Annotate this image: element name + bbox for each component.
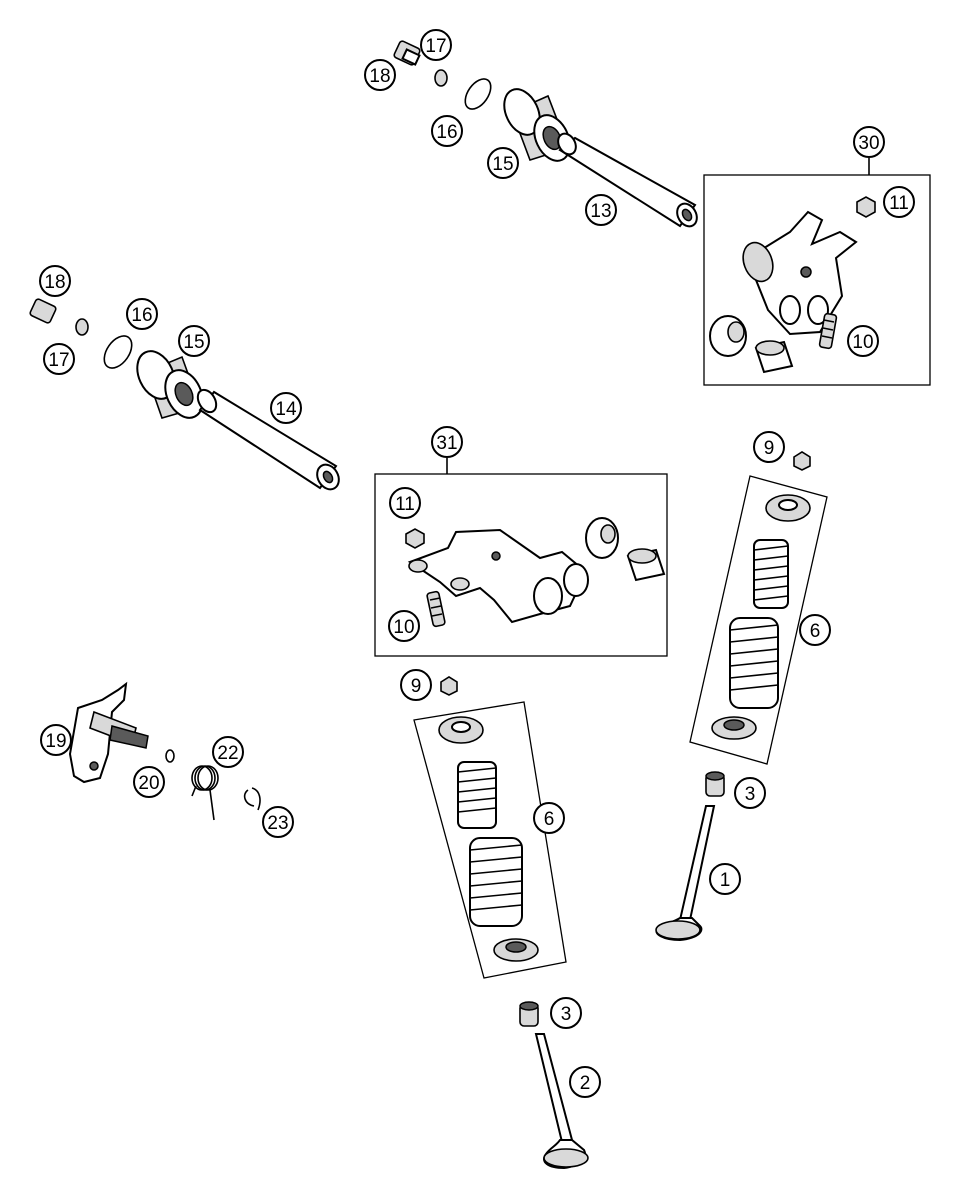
callout-11-kit30-label: 11 bbox=[889, 193, 909, 214]
callout-11-kit31-label: 11 bbox=[395, 494, 415, 515]
callout-3-right: 3 bbox=[734, 777, 766, 809]
pin-kit31 bbox=[626, 548, 666, 582]
bolt-18-upper bbox=[393, 40, 421, 66]
callout-13-label: 13 bbox=[590, 201, 611, 222]
bolt-10-kit30 bbox=[818, 312, 838, 350]
nut-9-left bbox=[440, 676, 458, 696]
valve-2 bbox=[534, 1033, 589, 1170]
valve-1 bbox=[655, 805, 716, 942]
valve-seal-3-right bbox=[705, 771, 725, 797]
o-ring-16-upper bbox=[464, 78, 492, 110]
rocker-arm-kit31 bbox=[407, 528, 589, 624]
callout-18-upper-label: 18 bbox=[369, 66, 390, 87]
callout-16-left: 16 bbox=[126, 298, 158, 330]
roller-kit31 bbox=[585, 517, 619, 559]
nut-11-kit30 bbox=[856, 196, 876, 218]
callout-9-left-label: 9 bbox=[411, 676, 422, 697]
callout-1-label: 1 bbox=[720, 870, 731, 891]
callout-20: 20 bbox=[133, 766, 165, 798]
callout-18-upper: 18 bbox=[364, 59, 396, 91]
inner-spring-right bbox=[753, 539, 789, 609]
callout-3-left: 3 bbox=[550, 997, 582, 1029]
callout-22: 22 bbox=[212, 736, 244, 768]
inner-spring-left bbox=[457, 761, 497, 829]
callout-16-upper-label: 16 bbox=[436, 122, 457, 143]
rocker-arm-kit30 bbox=[742, 210, 858, 336]
callout-11-kit31: 11 bbox=[389, 487, 421, 519]
callout-2: 2 bbox=[569, 1066, 601, 1098]
spring-retainer-left bbox=[438, 716, 484, 744]
callout-31: 31 bbox=[431, 426, 463, 458]
o-ring-16-left bbox=[103, 335, 133, 369]
callout-16-left-label: 16 bbox=[131, 305, 152, 326]
callout-10-kit30: 10 bbox=[847, 325, 879, 357]
nut-11-kit31 bbox=[405, 528, 425, 549]
callout-6-right-label: 6 bbox=[810, 621, 821, 642]
callout-10-kit31: 10 bbox=[388, 610, 420, 642]
callout-17-left: 17 bbox=[43, 343, 75, 375]
callout-23: 23 bbox=[262, 806, 294, 838]
lever-19 bbox=[68, 681, 149, 784]
callout-1: 1 bbox=[709, 863, 741, 895]
rocker-shaft-14 bbox=[196, 388, 340, 491]
callout-9-right: 9 bbox=[753, 431, 785, 463]
callout-18-left: 18 bbox=[39, 265, 71, 297]
callout-19-label: 19 bbox=[45, 731, 66, 752]
callout-31-label: 31 bbox=[436, 433, 457, 454]
callout-15-left: 15 bbox=[178, 325, 210, 357]
callout-17-upper: 17 bbox=[420, 29, 452, 61]
spring-seat-right bbox=[711, 716, 757, 740]
outer-spring-left bbox=[469, 837, 523, 927]
callout-15-upper-label: 15 bbox=[492, 154, 513, 175]
callout-13: 13 bbox=[585, 194, 617, 226]
spring-set-6-right-box bbox=[689, 475, 828, 765]
outer-spring-right bbox=[729, 617, 779, 709]
valve-seal-3-left bbox=[519, 1001, 539, 1027]
kit-31-box bbox=[374, 473, 668, 657]
roller-kit30 bbox=[709, 315, 747, 357]
callout-17-upper-label: 17 bbox=[425, 36, 446, 57]
callout-9-left: 9 bbox=[400, 669, 432, 701]
callout-30-label: 30 bbox=[858, 133, 879, 154]
callout-20-label: 20 bbox=[138, 773, 159, 794]
bushing-15-left bbox=[136, 350, 204, 419]
callout-6-left-label: 6 bbox=[544, 809, 555, 830]
callout-10-kit31-label: 10 bbox=[393, 617, 414, 638]
bolt-10-kit31 bbox=[426, 590, 446, 628]
callout-14-label: 14 bbox=[275, 399, 297, 420]
washer-17-left bbox=[75, 318, 89, 336]
callout-3-left-label: 3 bbox=[561, 1004, 572, 1025]
callout-16-upper: 16 bbox=[431, 115, 463, 147]
callout-22-label: 22 bbox=[217, 743, 238, 764]
callout-6-right: 6 bbox=[799, 614, 831, 646]
kit-30-box bbox=[703, 174, 931, 386]
spring-seat-left bbox=[493, 938, 539, 962]
callout-11-kit30: 11 bbox=[883, 186, 915, 218]
callout-23-label: 23 bbox=[267, 813, 288, 834]
washer-20 bbox=[165, 749, 175, 763]
rocker-shaft-13 bbox=[557, 132, 698, 228]
callout-30: 30 bbox=[853, 126, 885, 158]
spring-set-6-left-box bbox=[413, 701, 567, 979]
bolt-18-left bbox=[29, 298, 57, 324]
callout-15-upper: 15 bbox=[487, 147, 519, 179]
callout-3-right-label: 3 bbox=[745, 784, 756, 805]
callout-10-kit30-label: 10 bbox=[852, 332, 873, 353]
callout-14: 14 bbox=[270, 392, 302, 424]
pin-kit30 bbox=[754, 340, 794, 374]
spring-retainer-right bbox=[765, 494, 811, 522]
callout-2-label: 2 bbox=[580, 1073, 591, 1094]
callout-9-right-label: 9 bbox=[764, 438, 775, 459]
spring-22 bbox=[191, 765, 219, 821]
callout-15-left-label: 15 bbox=[183, 332, 204, 353]
circlip-23 bbox=[243, 787, 261, 811]
nut-9-right bbox=[793, 451, 811, 471]
washer-17-upper bbox=[434, 69, 448, 87]
callout-17-left-label: 17 bbox=[48, 350, 69, 371]
callout-19: 19 bbox=[40, 724, 72, 756]
callout-6-left: 6 bbox=[533, 802, 565, 834]
callout-18-left-label: 18 bbox=[44, 272, 65, 293]
